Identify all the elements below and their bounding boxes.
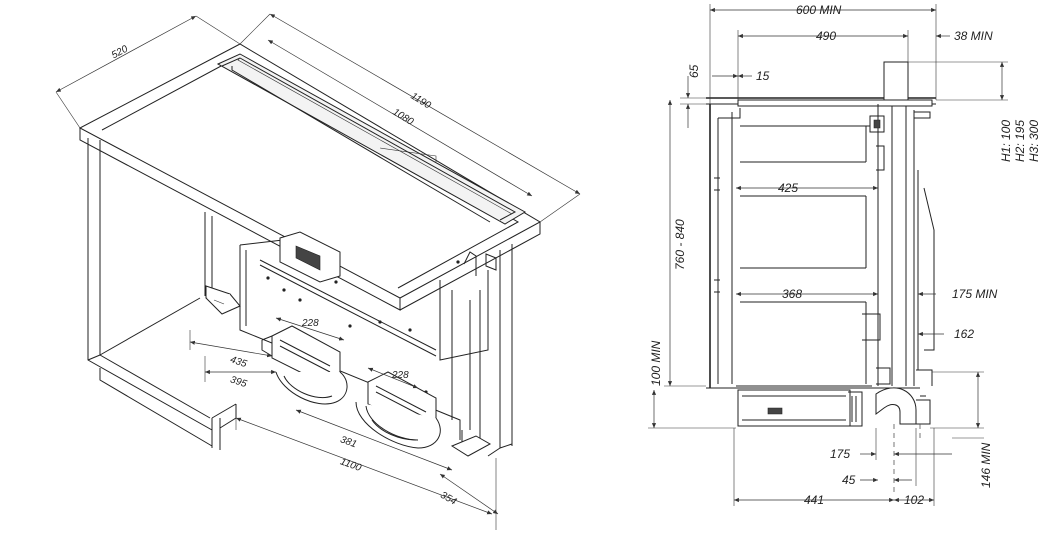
- dim-354: 354: [438, 490, 458, 508]
- mount-bracket: [205, 285, 241, 315]
- height-h2: H2: 195: [1013, 120, 1027, 162]
- dim-435: 435: [229, 354, 249, 370]
- dim-395: 395: [229, 374, 249, 390]
- dim-600-min: 600 MIN: [796, 3, 842, 17]
- dim-146-min: 146 MIN: [979, 442, 993, 488]
- isometric-view: 520 1190 1080 228 228 435 395 381 1100 3…: [55, 13, 581, 530]
- duct-left: [261, 325, 348, 405]
- side-view: [648, 4, 1008, 506]
- dim-1190: 1190: [409, 91, 433, 112]
- height-h1: H1: 100: [999, 120, 1013, 162]
- dim-381: 381: [339, 434, 358, 450]
- dim-490: 490: [816, 29, 836, 43]
- cabinet: [87, 138, 513, 457]
- dim-175: 175: [830, 447, 850, 461]
- dim-45: 45: [842, 473, 856, 487]
- dim-15: 15: [756, 69, 770, 83]
- dim-100-min: 100 MIN: [649, 340, 663, 386]
- height-h3: H3: 300: [1027, 120, 1041, 162]
- dim-228-right: 228: [391, 370, 409, 381]
- dim-38-min: 38 MIN: [954, 29, 993, 43]
- dim-425: 425: [778, 181, 798, 195]
- duct-right: [355, 371, 441, 449]
- extractor-unit: [239, 231, 497, 457]
- dim-368: 368: [782, 287, 802, 301]
- dim-65: 65: [687, 64, 701, 78]
- dim-228-left: 228: [301, 318, 319, 329]
- dim-1100: 1100: [339, 456, 363, 474]
- dim-102: 102: [904, 493, 924, 507]
- dim-162: 162: [954, 327, 974, 341]
- dim-441: 441: [804, 493, 824, 507]
- dim-760-840: 760 - 840: [673, 219, 687, 270]
- dim-175-min: 175 MIN: [952, 287, 998, 301]
- iso-dimensions: [55, 13, 581, 530]
- dim-520: 520: [110, 43, 130, 61]
